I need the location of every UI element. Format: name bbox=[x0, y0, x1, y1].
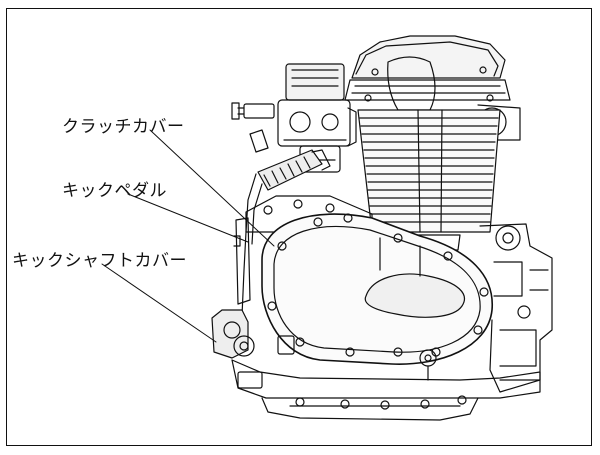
drain-bolt bbox=[419, 349, 437, 381]
kick-pedal-label: キックペダル bbox=[62, 181, 167, 201]
kick-shaft-cover-label: キックシャフトカバー bbox=[12, 251, 187, 271]
crankcase-lower bbox=[231, 359, 541, 421]
leader-lines bbox=[101, 129, 275, 343]
clutch-cover-label: クラッチカバー bbox=[62, 117, 185, 137]
cylinder-fins bbox=[357, 109, 501, 251]
crankcase-right bbox=[479, 223, 553, 393]
clutch-cover-part bbox=[261, 213, 493, 365]
kick-shaft-cover-part bbox=[211, 217, 295, 359]
carburetor bbox=[231, 63, 357, 173]
